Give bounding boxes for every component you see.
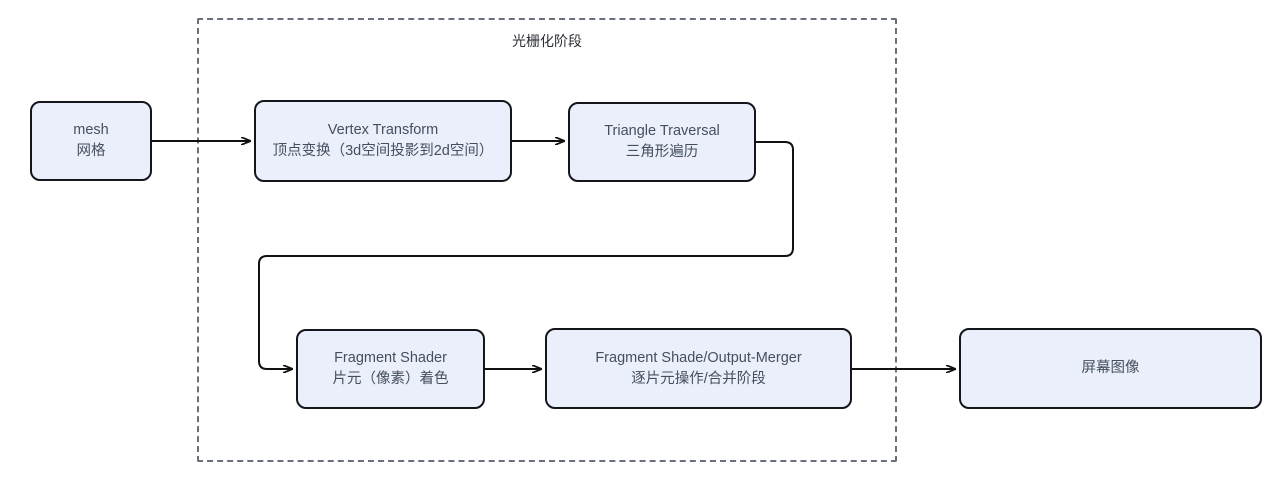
node-fragment-shader-line2: 片元（像素）着色 [332,371,449,387]
node-triangle-traversal[interactable]: Triangle Traversal 三角形遍历 [568,102,756,182]
group-rasterization-stage [197,18,897,462]
node-vertex-transform[interactable]: Vertex Transform 顶点变换（3d空间投影到2d空间） [254,100,512,182]
node-mesh-line2: 网格 [76,143,106,159]
node-screen-image[interactable]: 屏幕图像 [959,328,1262,409]
node-vertex-transform-line2: 顶点变换（3d空间投影到2d空间） [272,143,494,159]
node-triangle-traversal-line2: 三角形遍历 [625,144,699,160]
node-mesh[interactable]: mesh 网格 [30,101,152,181]
node-fragment-shader-line1: Fragment Shader [334,350,447,366]
node-output-merger[interactable]: Fragment Shade/Output-Merger 逐片元操作/合并阶段 [545,328,852,409]
node-output-merger-line1: Fragment Shade/Output-Merger [595,349,802,366]
node-screen-image-line1: 屏幕图像 [1081,360,1140,376]
group-title-label: 光栅化阶段 [512,33,582,49]
node-vertex-transform-line1: Vertex Transform [327,122,439,138]
node-fragment-shader[interactable]: Fragment Shader 片元（像素）着色 [296,329,485,409]
node-mesh-line1: mesh [73,122,109,138]
node-triangle-traversal-line1: Triangle Traversal [604,123,720,139]
node-output-merger-line2: 逐片元操作/合并阶段 [631,370,766,387]
